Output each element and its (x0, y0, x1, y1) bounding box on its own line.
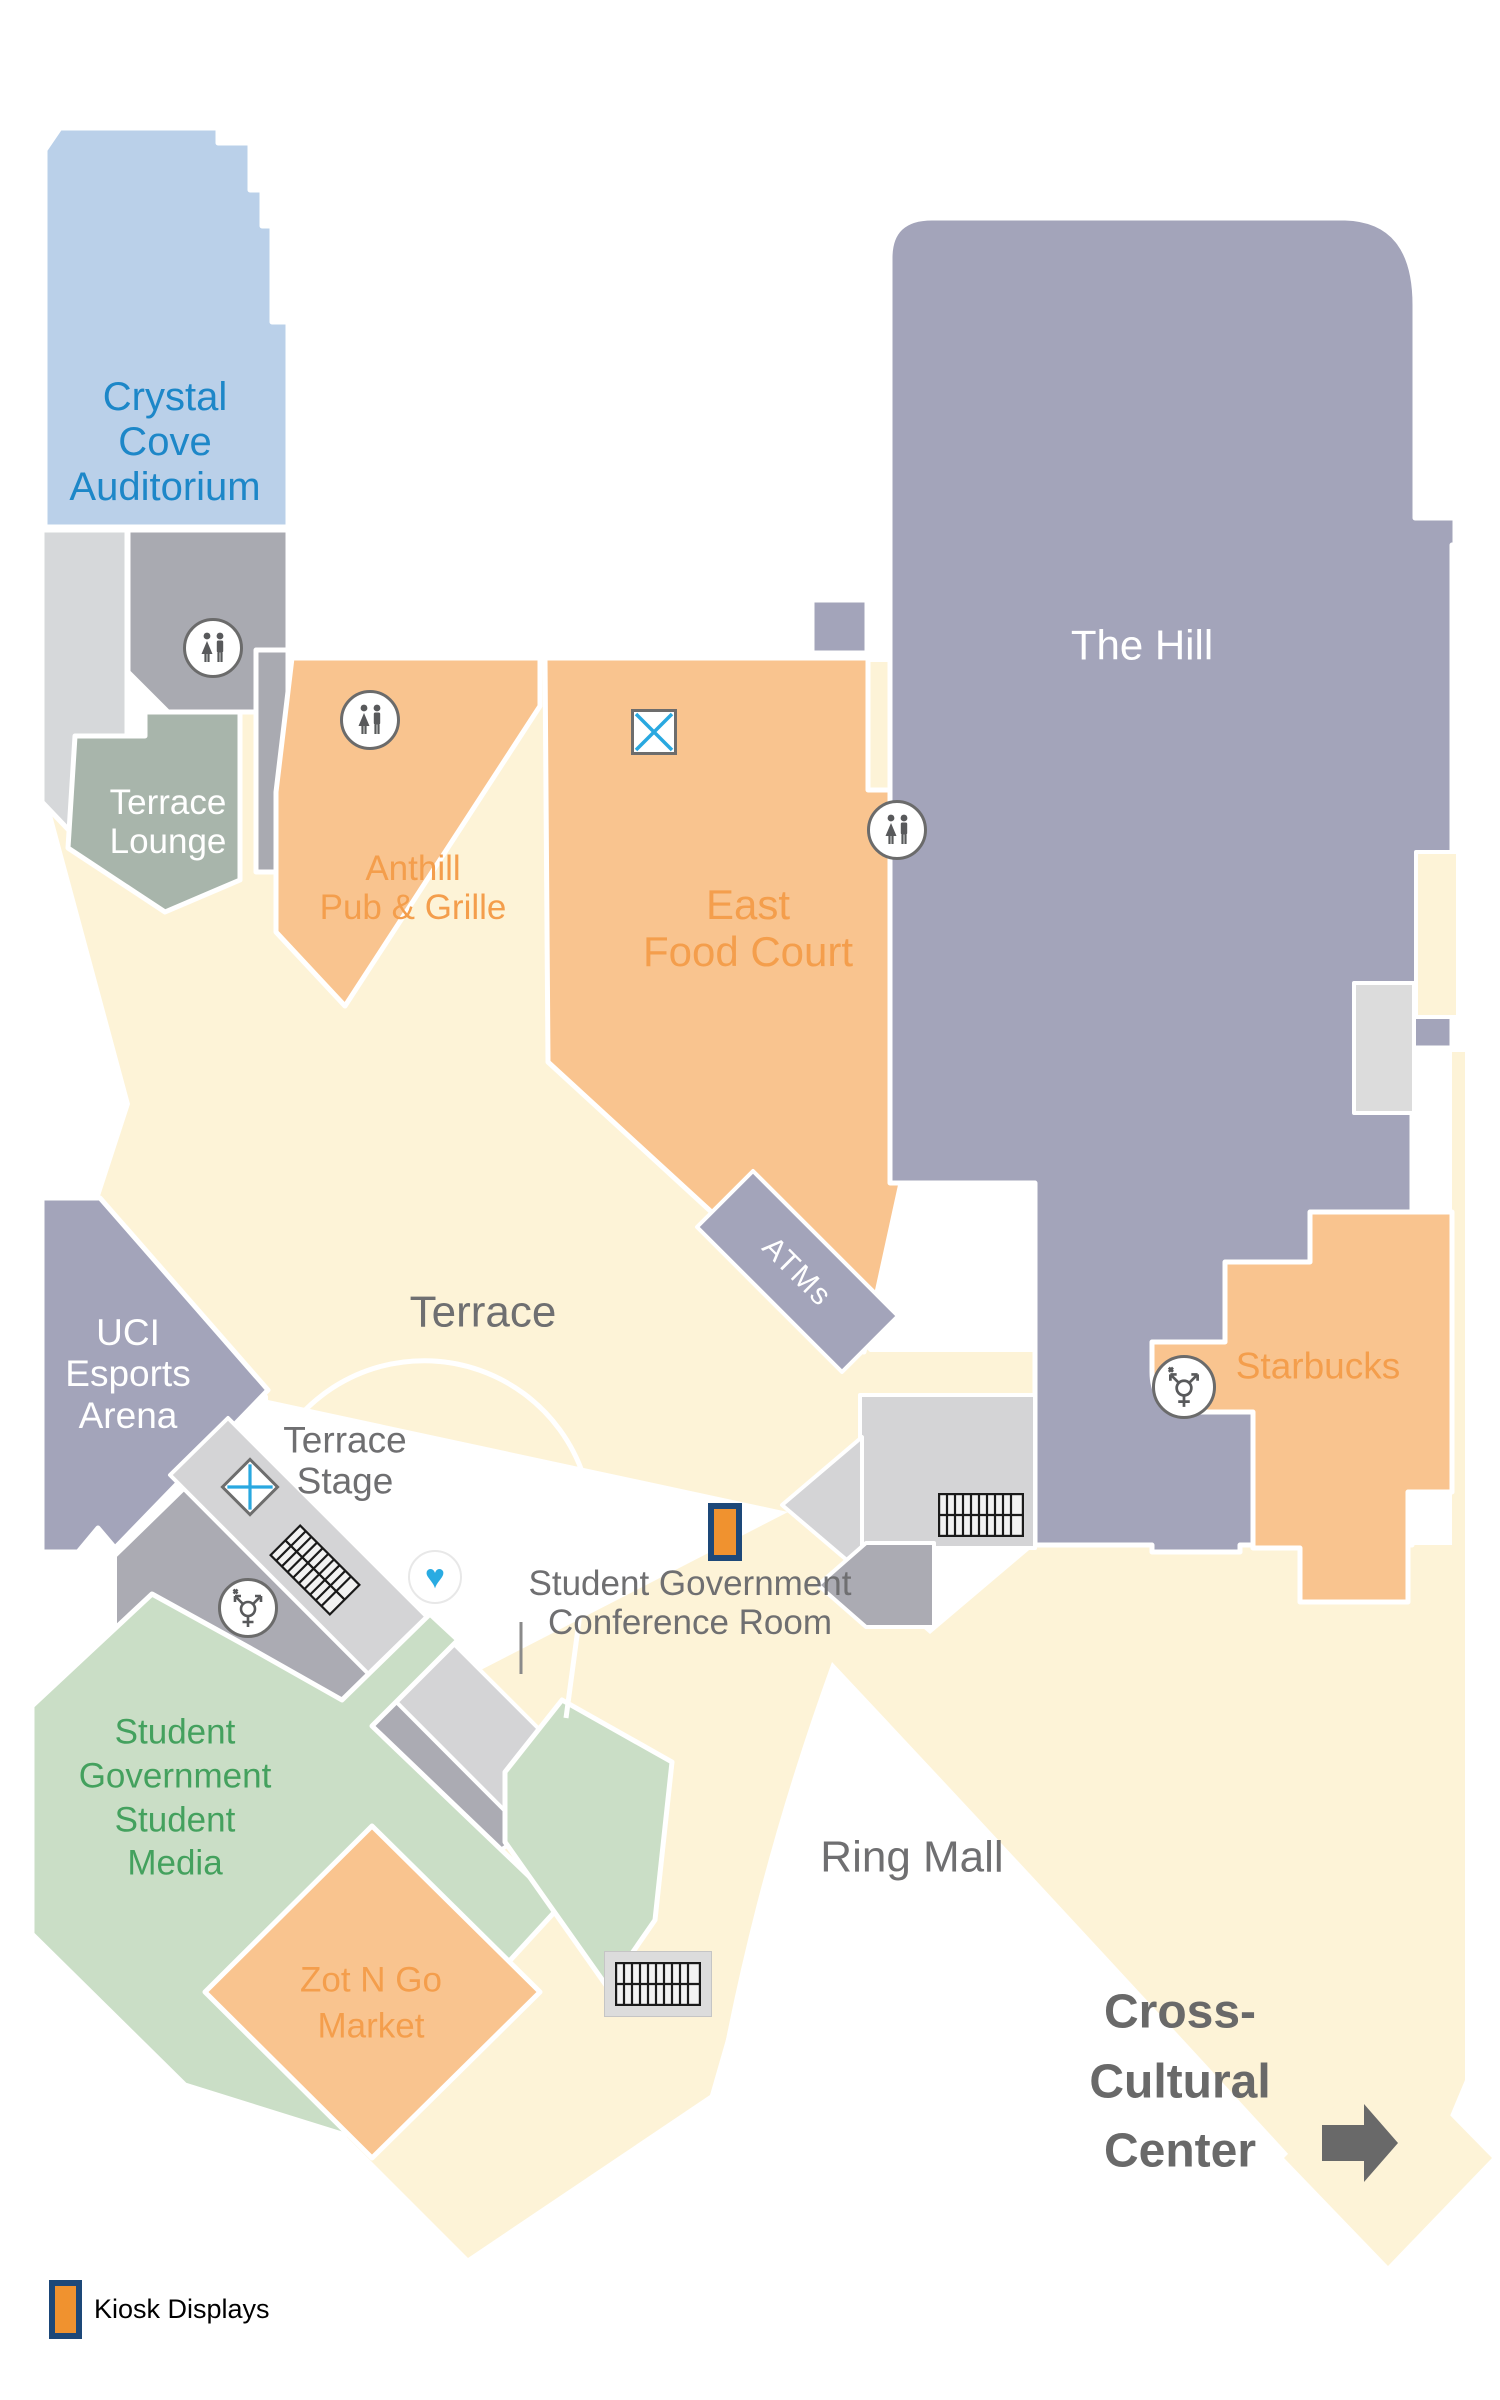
ring-mall-cream-diamond (1284, 2052, 1492, 2266)
kiosk-legend-swatch (49, 2280, 82, 2339)
direction-arrow-icon (1322, 2104, 1398, 2182)
walkway-chevron-light (780, 1435, 864, 1575)
terrace-stage-arc (294, 1358, 595, 1719)
esports-block (39, 1195, 271, 1555)
stairs-glyph (269, 1524, 361, 1616)
elevator-x (634, 712, 674, 752)
all-gender-restroom-icon (1152, 1355, 1216, 1419)
gender-symbol (1167, 1366, 1199, 1407)
hill-annex-block (809, 597, 870, 656)
right-arrow (1322, 2104, 1398, 2182)
anthill-block (273, 655, 543, 1009)
terrace-lounge-block (65, 709, 243, 915)
kiosk-display-marker (708, 1503, 742, 1561)
restroom-icon (867, 800, 927, 860)
kiosk-legend-label: Kiosk Displays (94, 2294, 270, 2324)
elevator-icon (631, 709, 677, 755)
restroom-glyphs (885, 814, 908, 844)
stairs-icon (938, 1493, 1024, 1537)
restroom-glyphs (358, 704, 381, 734)
health-heart-icon: ♥ (408, 1550, 462, 1604)
ring-mall-road (701, 1662, 1388, 2400)
elevator-diamond-icon (220, 1457, 280, 1517)
terrace-area-mid (268, 1056, 1035, 1548)
restroom-icon (183, 618, 243, 678)
hill-gray-annex (1352, 981, 1416, 1115)
gender-symbol (232, 1588, 263, 1627)
stairs-icon (269, 1524, 361, 1616)
restroom-icon (340, 690, 400, 750)
heart-glyph: ♥ (424, 1558, 446, 1596)
all-gender-restroom-icon (218, 1578, 278, 1638)
elevator-x (227, 1464, 273, 1510)
hill-cream-notch (1414, 850, 1460, 1019)
stairs-icon (604, 1951, 712, 2017)
atms-ramp (695, 1169, 900, 1374)
restroom-glyphs (201, 632, 224, 662)
walkway-chevron-mid (816, 1541, 936, 1629)
stairs-glyph (615, 1962, 701, 2006)
crystal-cove-block (42, 125, 291, 530)
stairs-glyph (938, 1493, 1024, 1537)
legend: Kiosk Displays (49, 2280, 270, 2339)
zot-n-go-block (202, 1823, 543, 2161)
